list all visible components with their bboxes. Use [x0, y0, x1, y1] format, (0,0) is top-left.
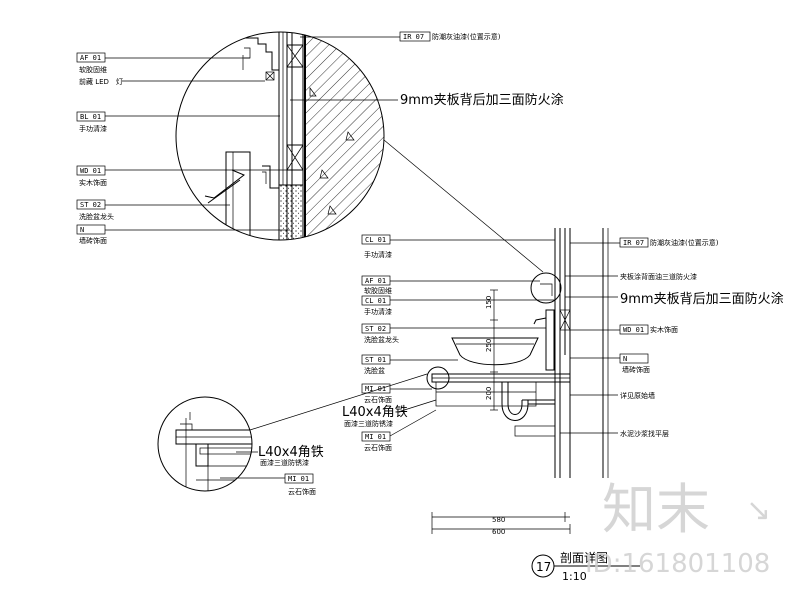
note-floor-s: 水泥沙浆找平层	[620, 429, 669, 438]
concrete-wall-hatch	[305, 32, 384, 240]
angle-note-s: 面漆三道防锈漆	[344, 419, 393, 428]
note-st02-top: 洗脸盆龙头	[79, 212, 114, 221]
note-wd01-s: 实木饰面	[650, 325, 678, 334]
tag-af01-s: AF 01	[365, 277, 386, 285]
note-mi01-s1: 云石饰面	[364, 395, 392, 404]
tag-st02-s: ST 02	[365, 325, 386, 333]
tag-af01-top: AF 01	[80, 54, 101, 62]
note-st02-s: 洗脸盆龙头	[364, 335, 399, 344]
dim-600: 600	[492, 528, 505, 536]
note-cl01-b: 手功清漆	[364, 307, 392, 316]
section-detail-circle-top	[530, 272, 562, 304]
detail-leader-top	[383, 139, 544, 273]
tag-mi01-s1: MI 01	[365, 385, 386, 393]
tag-ir07-s: IR 07	[623, 239, 644, 247]
bottom-detail-bubble	[157, 396, 253, 492]
title-text: 剖面详图	[560, 550, 608, 565]
note-lamp-top: 灯	[116, 77, 123, 86]
bottom-detail-labels: L40x4角铁 面漆三道防锈漆 MI 01 云石饰面	[220, 445, 324, 496]
tag-wd01-s: WD 01	[623, 326, 644, 334]
dim-580: 580	[492, 516, 505, 524]
basin-shape	[451, 337, 539, 366]
note-led-top: 前藏 LED	[79, 77, 109, 86]
top-detail-bubble	[175, 31, 385, 241]
title-scale: 1:10	[562, 570, 587, 583]
tag-st02-top: ST 02	[80, 201, 101, 209]
watermark-id: ID:161801108	[585, 549, 770, 579]
title-number: 17	[536, 560, 551, 574]
tag-st01-s: ST 01	[365, 356, 386, 364]
angle-label-s: L40x4角铁	[342, 405, 408, 420]
main-section: 150 250 200 580 600	[426, 228, 609, 536]
tag-wd01-top: WD 01	[80, 167, 101, 175]
dim-150: 150	[485, 296, 493, 309]
note-wall-s: 详见原始墙	[620, 391, 655, 400]
top-detail-labels: IR 07 防潮灰油漆(位置示意) AF 01 软胶固维 前藏 LED 灯 9m…	[76, 31, 564, 245]
note-af01-s: 软胶固维	[364, 286, 392, 295]
note-wd01-top: 实木饰面	[79, 178, 107, 187]
note-bl01-top: 手功清漆	[79, 124, 107, 133]
angle-note-detail: 面漆三道防锈漆	[260, 458, 309, 467]
angle-label-detail: L40x4角铁	[258, 445, 324, 460]
note-af01-top: 软胶固维	[79, 65, 107, 74]
note-mi01-detail: 云石饰面	[288, 487, 316, 496]
tag-cl01-a: CL 01	[365, 236, 386, 244]
title-block: 17 剖面详图 1:10	[531, 550, 640, 583]
note-cl01-a: 手功清漆	[364, 250, 392, 259]
note-st01-s: 洗脸盆	[364, 366, 385, 375]
dim-200: 200	[485, 387, 493, 400]
note-n-top: 墙砖饰面	[79, 236, 107, 245]
detail-leader-bottom	[249, 373, 428, 431]
section-labels-right: IR 07 防潮灰油漆(位置示意) 夹板涂背面油三道防火漆 9mm夹板背后加三面…	[560, 237, 784, 438]
tag-mi01-detail: MI 01	[288, 475, 309, 483]
note-9mm-top: 9mm夹板背后加三面防火涂	[400, 92, 564, 108]
note-ir07-s: 防潮灰油漆(位置示意)	[650, 238, 719, 247]
note-9mm-s: 9mm夹板背后加三面防火涂	[620, 291, 784, 307]
watermark-mark: ↘	[746, 493, 771, 528]
tag-ir07-top: IR 07	[403, 33, 424, 41]
note-n-s: 墙砖饰面	[622, 365, 650, 374]
watermark-logo: 知末	[602, 478, 710, 541]
note-fire-s: 夹板涂背面油三道防火漆	[620, 272, 697, 281]
tag-n-s: N	[623, 355, 627, 363]
tag-bl01-top: BL 01	[80, 113, 101, 121]
tag-mi01-s2: MI 01	[365, 433, 386, 441]
watermark: 知末 ↘ ID:161801108	[585, 478, 771, 579]
tag-n-top: N	[80, 226, 84, 234]
dim-250: 250	[485, 339, 493, 352]
section-labels-left: CL 01 手功清漆 AF 01 软胶固维 CL 01 手功清漆 ST 02 洗…	[342, 234, 555, 452]
note-ir07-top: 防潮灰油漆(位置示意)	[432, 32, 501, 41]
section-detail-circle-bottom	[426, 366, 450, 390]
note-mi01-s2: 云石饰面	[364, 443, 392, 452]
tag-cl01-b: CL 01	[365, 297, 386, 305]
